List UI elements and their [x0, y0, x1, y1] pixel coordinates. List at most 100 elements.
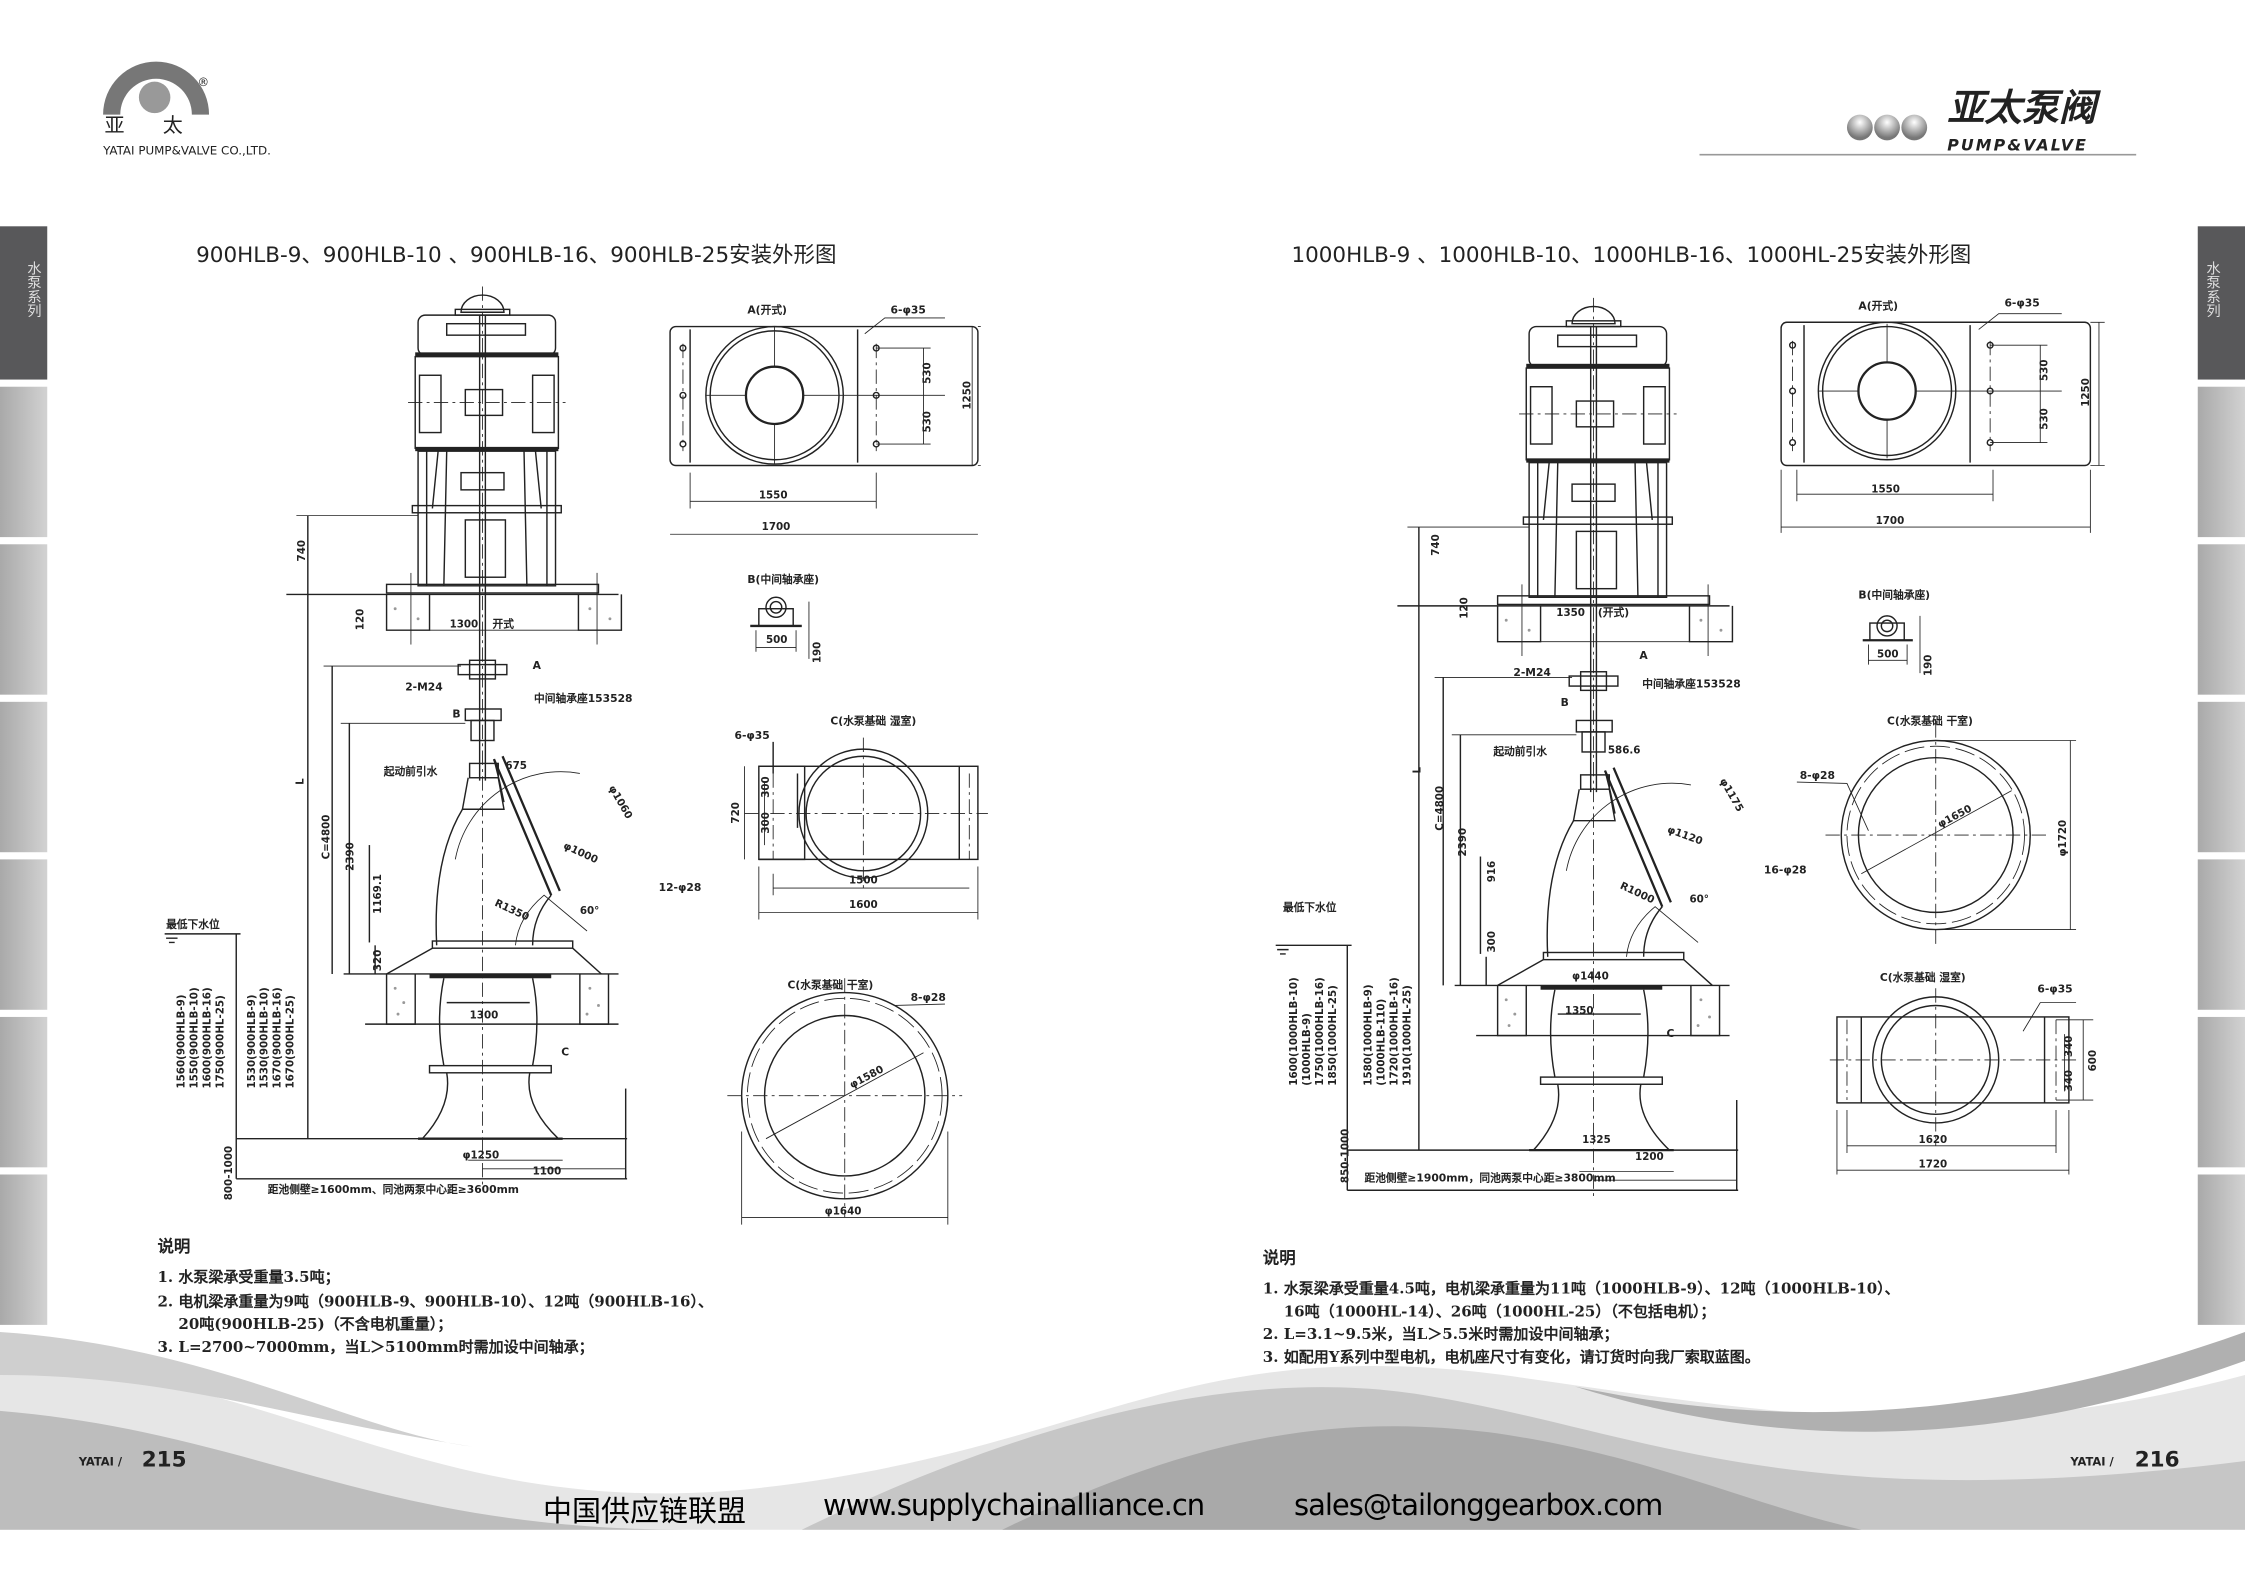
footer-email[interactable]: sales@tailonggearbox.com — [1294, 1488, 1663, 1522]
dim-label: 586.6 — [1608, 744, 1641, 756]
clearance-note: 距池侧壁≥1900mm，同池两泵中心距≥3800mm — [1364, 1172, 1615, 1185]
side-tabs-right: 水泵系列 — [2197, 226, 2245, 1325]
view-title: C(水泵基础 干室) — [1887, 715, 1973, 728]
footer-wave-background — [0, 1332, 2245, 1530]
dim-label: 600 — [2087, 1050, 2099, 1072]
dim-label: 2390 — [345, 842, 357, 871]
right-page-title: 1000HLB-9 、1000HLB-10、1000HLB-16、1000HL-… — [1291, 243, 1971, 268]
dim-label: 1300 — [470, 1009, 499, 1021]
dim-label: 530 — [2038, 408, 2050, 430]
callout-label: 6-φ35 — [891, 304, 926, 317]
dim-label: 1550 — [1871, 484, 1900, 496]
dim-list-item: 1560(900HLB-9) — [176, 995, 188, 1089]
dim-label: 60° — [580, 905, 599, 917]
notes-heading: 说明 — [1263, 1248, 1296, 1267]
dim-list-item: 1750(900HL-25) — [214, 995, 226, 1088]
callout-label: 中间轴承座153528 — [1642, 678, 1740, 691]
dim-label: L — [295, 778, 307, 785]
dim-list-item: 1550(900HLB-10) — [189, 987, 201, 1088]
view-marker: C — [1667, 1027, 1675, 1040]
brand-english: PUMP&VALVE — [1947, 135, 2088, 154]
dim-list-item: 1670(900HL-25) — [285, 995, 297, 1088]
dim-label: φ1640 — [825, 1206, 862, 1218]
note-line: 1. 水泵梁承受重量3.5吨； — [157, 1268, 339, 1286]
callout-label: 12-φ28 — [659, 881, 702, 894]
dim-label: 1350 — [1556, 607, 1585, 619]
dim-label: 1500 — [849, 875, 878, 887]
dim-label: 850-1000 — [1340, 1129, 1352, 1183]
dim-label: 1200 — [1635, 1151, 1664, 1163]
callout-label: 6-φ35 — [2004, 297, 2039, 310]
clearance-note: 距池侧壁≥1600mm、同池两泵中心距≥3600mm — [268, 1183, 519, 1196]
callout-label: 起动前引水 — [1492, 745, 1547, 758]
dim-label: 800-1000 — [223, 1146, 235, 1200]
registered-mark: ® — [198, 75, 209, 89]
dim-list-item: (1000HLB-110) — [1376, 999, 1388, 1086]
dim-label: 300 — [760, 776, 772, 798]
callout-label: 16-φ28 — [1764, 864, 1807, 877]
view-title: C(水泵基础 湿室) — [830, 715, 916, 728]
logo-english: YATAI PUMP&VALVE CO.,LTD. — [102, 144, 271, 158]
footer-website[interactable]: www.supplychainalliance.cn — [823, 1488, 1205, 1522]
water-level-label: 最低下水位 — [166, 918, 220, 931]
dim-label: 开式 — [493, 617, 515, 630]
dim-label: 1300 — [450, 618, 479, 630]
page-number-right: YATAI / 216 — [2069, 1448, 2179, 1473]
notes-heading: 说明 — [157, 1237, 190, 1256]
dim-label: 1550 — [759, 489, 788, 501]
callout-label: 2-M24 — [1513, 666, 1551, 679]
dim-label: 60° — [1689, 893, 1708, 905]
left-view-a-drawing: A(开式) 6-φ35 530 530 1250 1550 1700 — [669, 304, 981, 535]
dim-label: R1350 — [493, 897, 531, 923]
note-line: 3. 如配用Y系列中型电机，电机座尺寸有变化，请订货时向我厂索取蓝图。 — [1263, 1348, 1760, 1366]
dim-label: 1600 — [849, 899, 878, 911]
page-number-left: YATAI / 215 — [78, 1448, 187, 1473]
dim-label: 1700 — [1876, 515, 1905, 527]
dim-label: 1620 — [1919, 1134, 1948, 1146]
dim-label: 1250 — [962, 381, 974, 410]
logo-chinese: 亚 太 — [105, 113, 183, 137]
right-notes: 说明 1. 水泵梁承受重量4.5吨，电机梁承重量为11吨（1000HLB-9）、… — [1263, 1248, 1900, 1366]
left-view-b-drawing: B(中间轴承座) 500 190 — [747, 573, 823, 663]
note-line: 1. 水泵梁承受重量4.5吨，电机梁承重量为11吨（1000HLB-9）、12吨… — [1263, 1279, 1900, 1297]
footer-contact-bar: 中国供应链联盟 www.supplychainalliance.cn sales… — [0, 1488, 2245, 1532]
right-view-b-drawing: B(中间轴承座) 500 190 — [1858, 589, 1934, 676]
dim-list-item: 1530(900HLB-9) — [246, 995, 258, 1089]
dim-label: φ1175 — [1717, 776, 1746, 814]
side-tabs-left: 水泵系列 — [0, 226, 48, 1325]
callout-label: 6-φ35 — [734, 729, 769, 742]
view-title: A(开式) — [747, 304, 787, 317]
dim-label: φ1060 — [606, 783, 635, 821]
dim-label: 1700 — [762, 521, 791, 533]
callout-label: 8-φ28 — [911, 991, 946, 1004]
side-tab-label-left[interactable]: 水泵系列 — [25, 260, 41, 319]
note-line: 3. L=2700~7000mm，当L＞5100mm时需加设中间轴承； — [157, 1338, 593, 1356]
page-brand: YATAI / — [78, 1454, 123, 1468]
dim-label: 320 — [372, 950, 384, 972]
dim-label: φ1250 — [462, 1150, 499, 1162]
dim-list-item: 1670(900HLB-16) — [272, 987, 284, 1088]
callout-label: 起动前引水 — [383, 765, 438, 778]
note-line: 2. 电机梁承重量为9吨（900HLB-9、900HLB-10）、12吨（900… — [157, 1292, 712, 1310]
side-tab-label-right[interactable]: 水泵系列 — [2204, 260, 2220, 319]
left-view-c-wet-drawing: C(水泵基础 湿室) 6-φ35 720 300 300 1500 1600 — [730, 715, 988, 920]
note-line: 20吨(900HLB-25)（不含电机重量）； — [157, 1315, 452, 1333]
brand-logo-right: 亚太泵阀 PUMP&VALVE — [1699, 85, 2137, 156]
dim-label: 530 — [2038, 359, 2050, 381]
dim-label: R1000 — [1618, 880, 1656, 906]
dim-label: 530 — [922, 411, 934, 433]
dim-label: 120 — [1459, 597, 1471, 619]
dim-label: 190 — [1922, 655, 1934, 677]
dim-label: 740 — [296, 540, 308, 562]
dim-label: 1100 — [533, 1165, 562, 1177]
dim-list-item: 1910(1000HL-25) — [1401, 985, 1413, 1086]
dim-label: (开式) — [1598, 606, 1629, 619]
dim-list-item: (1000HLB-9) — [1301, 1013, 1313, 1086]
view-marker: B — [452, 708, 460, 721]
dim-label: φ1120 — [1666, 824, 1705, 848]
dim-list-item: 1530(900HLB-10) — [259, 987, 271, 1088]
dim-list-item: 1720(1000HLB-16) — [1388, 977, 1400, 1085]
right-view-c-wet-drawing: C(水泵基础 湿室) 6-φ35 340 340 600 1620 1720 — [1829, 971, 2099, 1175]
page-number: 215 — [142, 1448, 187, 1473]
